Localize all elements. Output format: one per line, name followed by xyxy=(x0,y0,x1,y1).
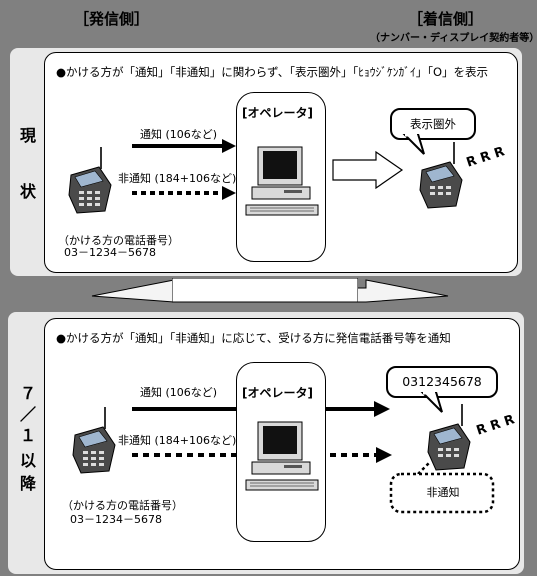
after-caller-number-label: （かける方の電話番号） xyxy=(62,499,183,512)
after-side-label-2: ／ xyxy=(19,405,36,424)
caller-phone-icon xyxy=(68,147,112,214)
receiver-phone-icon xyxy=(419,142,463,209)
after-bubble-tail xyxy=(420,392,443,413)
after-computer-icon xyxy=(245,421,319,491)
non-notify-bubble-shape xyxy=(389,461,495,514)
transition-center-block xyxy=(172,278,358,303)
receiver-side-note: （ナンバー・ディスプレイ契約者等） xyxy=(370,33,537,44)
current-side-label-2: 状 xyxy=(19,182,36,201)
current-notify-arrow xyxy=(132,139,236,153)
current-computer-icon xyxy=(245,146,319,216)
after-notify-label: 通知 (106など) xyxy=(140,386,218,399)
after-operator-title: [オペレータ] xyxy=(242,386,313,400)
current-side-label-1: 現 xyxy=(19,126,36,145)
after-caller-number: 03－1234－5678 xyxy=(70,513,162,526)
after-side-label-1: ７ xyxy=(19,384,36,403)
current-display-bubble: 表示圏外 xyxy=(390,108,476,140)
after-note: ●かける方が「通知」「非通知」に応じて、受ける方に発信電話番号等を通知 xyxy=(56,331,451,345)
current-operator-title: [オペレータ] xyxy=(242,106,313,120)
current-non-notify-label: 非通知 (184+106など) xyxy=(118,172,237,185)
current-non-notify-arrow xyxy=(132,186,236,200)
receiver-side-title: ［着信側］ xyxy=(408,10,484,28)
after-display-bubble: 0312345678 xyxy=(386,366,498,398)
sender-side-title: ［発信側］ xyxy=(74,10,150,28)
current-caller-number: 03－1234－5678 xyxy=(64,246,156,259)
after-side-label-3: １ xyxy=(19,426,36,445)
current-notify-label: 通知 (106など) xyxy=(140,128,218,141)
current-note: ●かける方が「通知」「非通知」に関わらず、「表示圏外」「ﾋｮｳｼﾞｹﾝｶﾞｲ」「… xyxy=(56,65,489,79)
current-caller-number-label: （かける方の電話番号） xyxy=(58,234,179,247)
after-non-notify-label: 非通知 (184+106など) xyxy=(118,434,237,447)
receiver-phone-icon-bottom xyxy=(427,404,471,471)
after-non-notify-bubble: 非通知 xyxy=(426,486,460,499)
current-forward-arrow xyxy=(332,150,404,190)
caller-phone-icon-bottom xyxy=(72,407,116,474)
after-side-label-4: 以 xyxy=(19,451,36,470)
current-bubble-tail xyxy=(402,134,425,155)
after-side-label-5: 降 xyxy=(19,474,36,493)
